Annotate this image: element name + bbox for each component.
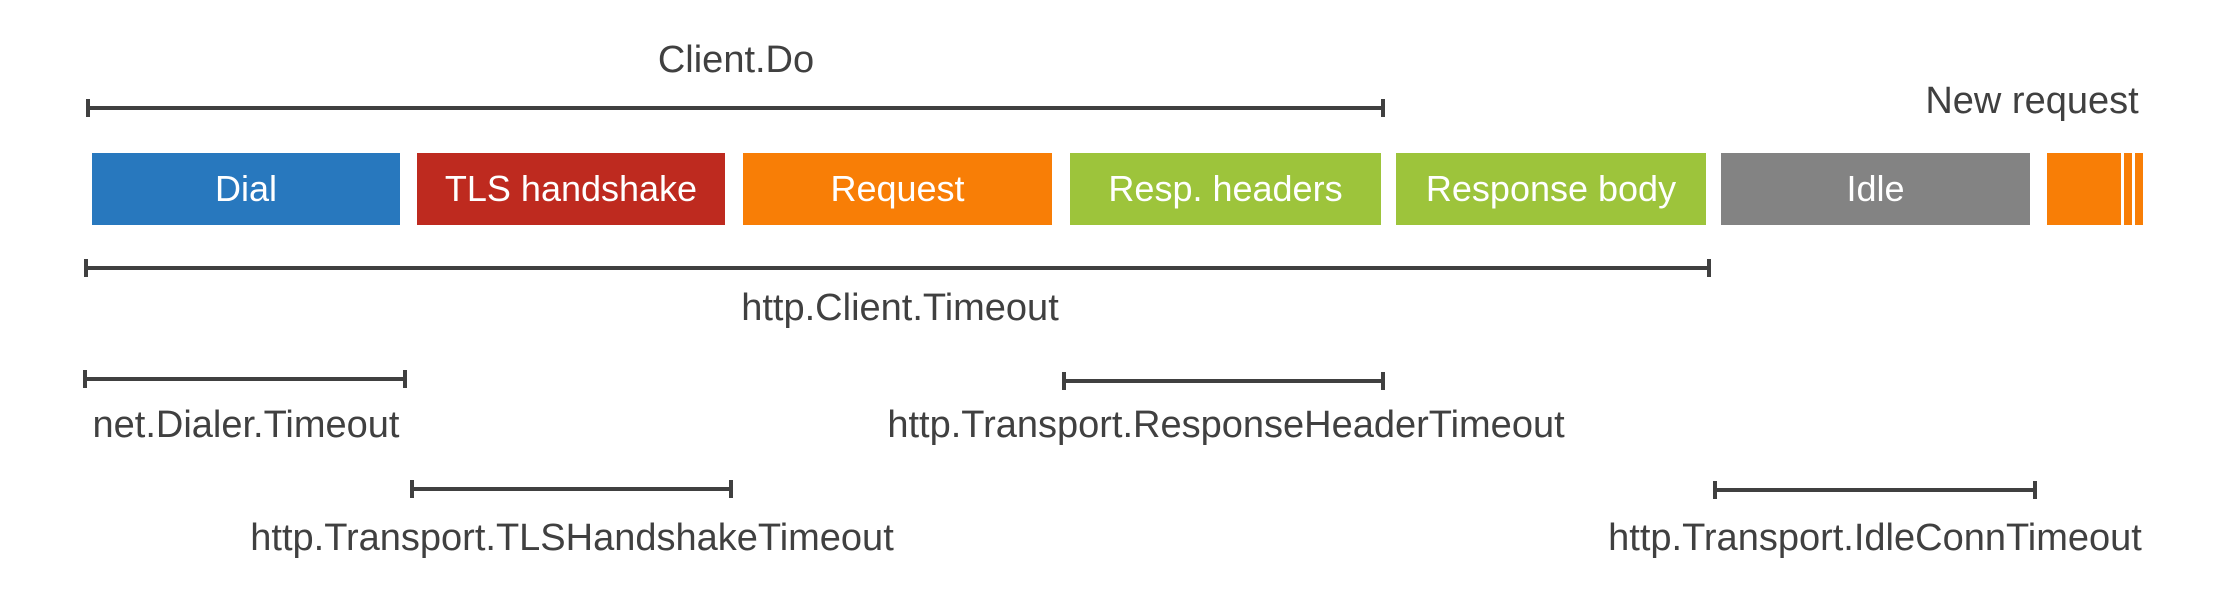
phase-block-request: Request [743,153,1052,225]
phase-block-idle: Idle [1721,153,2030,225]
phase-block-tls-handshake: TLS handshake [417,153,725,225]
response-header-timeout-bracket [1062,372,1385,390]
new-request-label: New request [1925,80,2139,122]
client-do-label: Client.Do [657,39,815,81]
phase-block-resp-headers: Resp. headers [1070,153,1381,225]
tls-handshake-timeout-bracket [410,480,733,498]
idle-conn-timeout-label: http.Transport.IdleConnTimeout [1608,517,2142,559]
http-client-timeout-bracket [84,259,1711,277]
net-dialer-timeout-label: net.Dialer.Timeout [92,404,400,446]
new-request-stripe-2 [2135,153,2143,225]
new-request-stripe-1 [2124,153,2132,225]
idle-conn-timeout-bracket [1713,481,2037,499]
response-header-timeout-label: http.Transport.ResponseHeaderTimeout [887,404,1565,446]
phase-block-response-body: Response body [1396,153,1706,225]
new-request-fragment-block [2047,153,2121,225]
http-client-timeout-label: http.Client.Timeout [741,287,1059,329]
tls-handshake-timeout-label: http.Transport.TLSHandshakeTimeout [250,517,894,559]
net-dialer-timeout-bracket [83,370,407,388]
phase-block-dial: Dial [92,153,400,225]
client-do-bracket [86,99,1385,117]
